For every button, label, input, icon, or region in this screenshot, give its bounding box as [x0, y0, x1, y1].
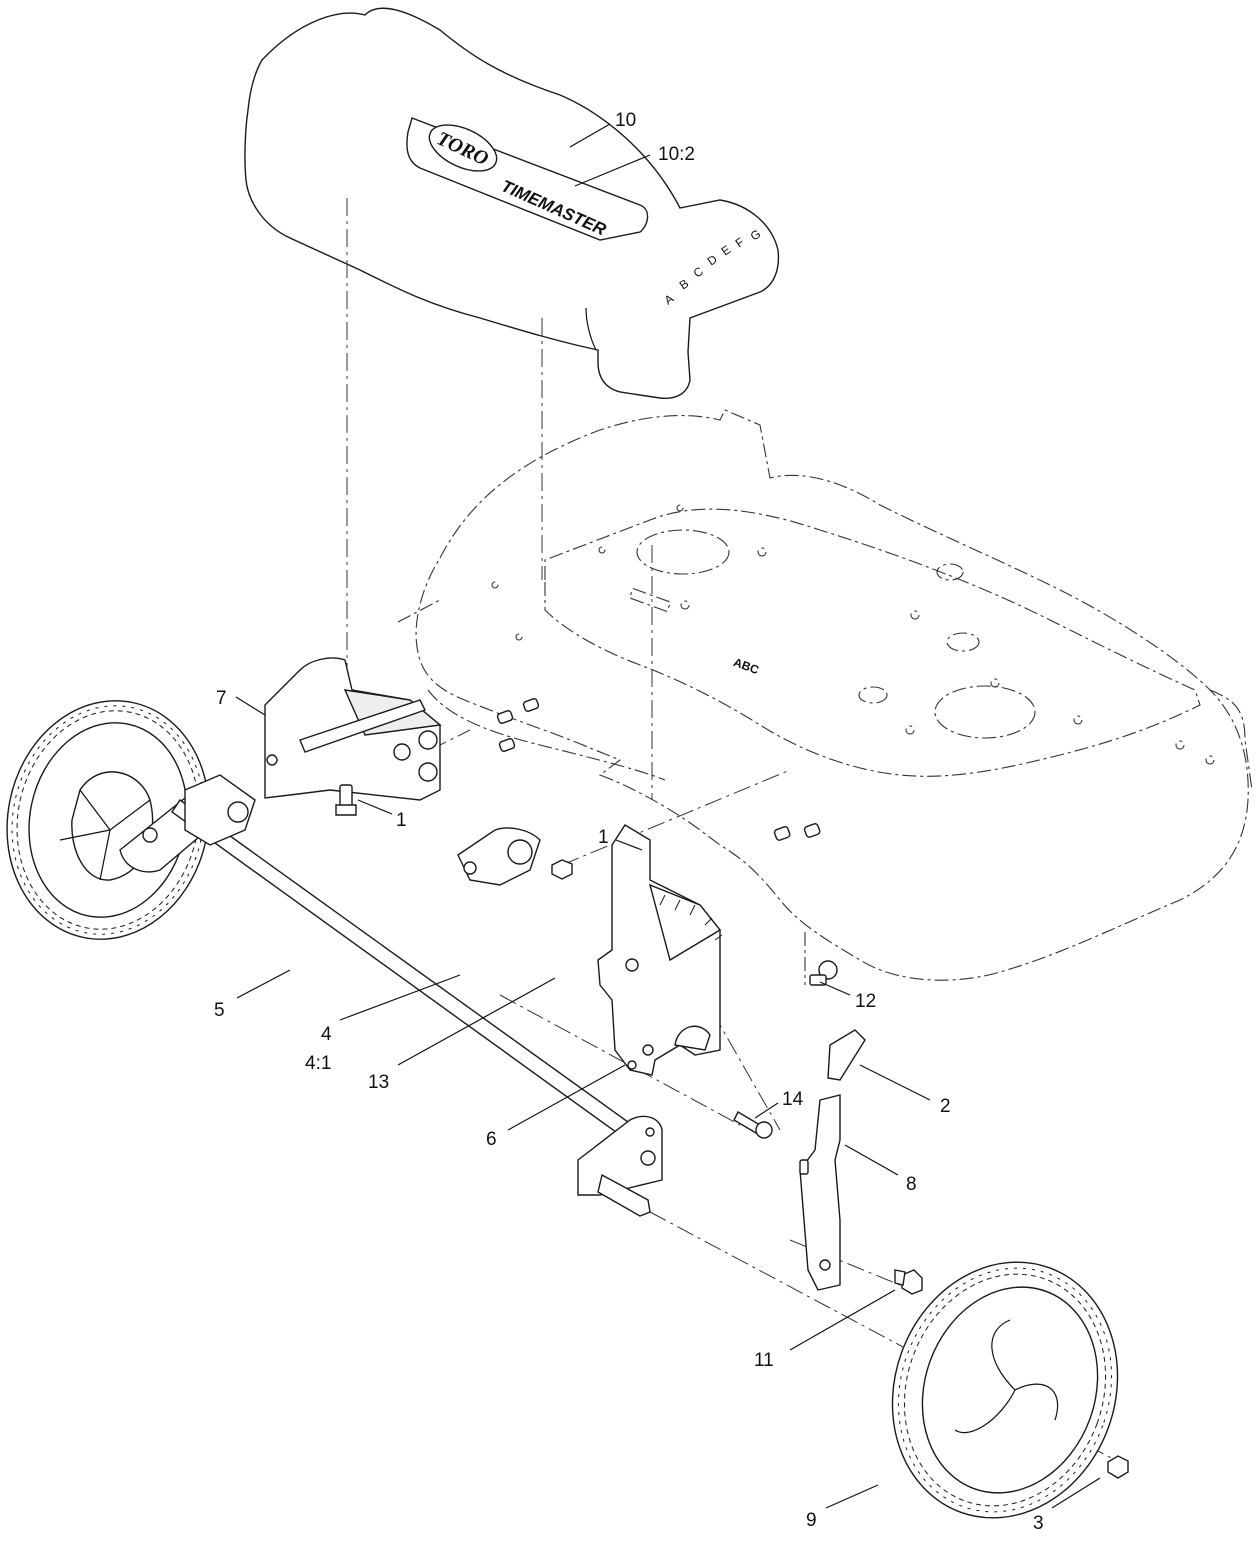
deck-marking: ABC	[732, 655, 762, 677]
carriage-bolt	[733, 1111, 773, 1139]
callout-14: 14	[782, 1089, 804, 1110]
callout-1: 1	[396, 810, 407, 831]
callout-9: 9	[806, 1510, 817, 1531]
toro-logo	[428, 124, 498, 172]
callout-6: 6	[486, 1129, 497, 1150]
rear-axle	[171, 774, 661, 1160]
rear-cover: TORO TIMEMASTER A B C D E F G	[244, 7, 780, 399]
mower-deck-outline: ABC	[397, 409, 1253, 985]
pivot-bracket	[577, 1115, 663, 1217]
callout-11: 11	[754, 1350, 774, 1371]
callout-7: 7	[216, 688, 227, 709]
wheel-nut	[1107, 1455, 1129, 1479]
shoulder-bolt	[809, 960, 838, 986]
right-wheel	[891, 1261, 1119, 1519]
height-adjuster-plate	[597, 824, 723, 1076]
callout-labels: 10 10:2 7 1 1 5 4 4:1 13 12 6 2 14 8 11 …	[214, 110, 1044, 1534]
height-lever	[799, 1029, 866, 1291]
pivot-block	[457, 827, 541, 886]
callout-5: 5	[214, 1000, 225, 1021]
callout-4-1: 4:1	[305, 1053, 331, 1074]
callout-12: 12	[855, 991, 876, 1012]
callout-3: 3	[1033, 1513, 1044, 1534]
callout-4: 4	[321, 1024, 332, 1045]
callout-13: 13	[368, 1072, 389, 1093]
callout-10: 10	[615, 110, 636, 131]
flange-bolt	[894, 1269, 923, 1295]
callout-leaders	[235, 123, 1101, 1509]
callout-10-2: 10:2	[658, 144, 695, 165]
left-height-bracket	[264, 657, 442, 816]
callout-1: 1	[598, 827, 609, 848]
nut	[551, 859, 573, 880]
left-rear-wheel	[6, 700, 227, 940]
callout-2: 2	[940, 1096, 951, 1117]
callout-8: 8	[906, 1174, 917, 1195]
